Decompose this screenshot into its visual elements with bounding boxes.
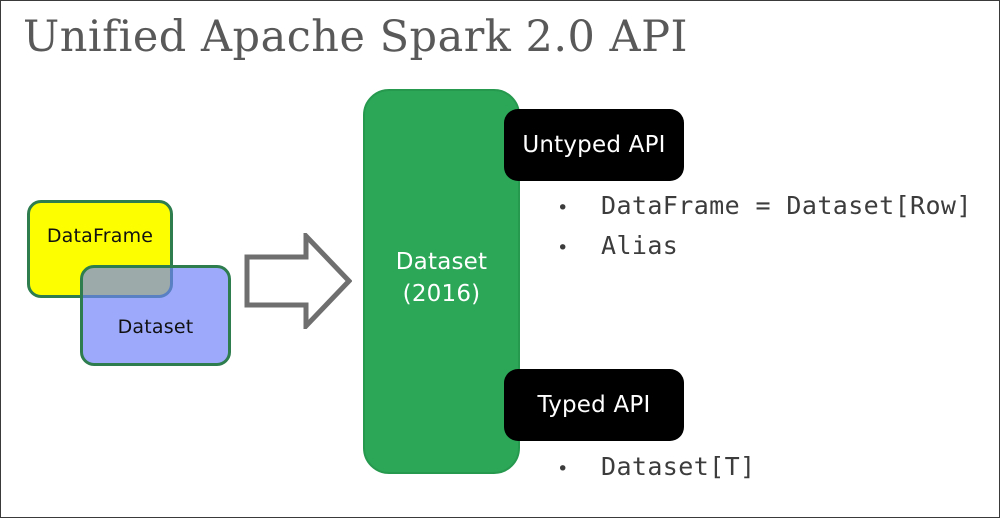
typed-api-bullet-list: • Dataset[T] [557,448,756,488]
dataset-shape: Dataset [80,265,231,366]
bullet-dot-icon: • [557,237,569,259]
bullet-dot-icon: • [557,458,569,480]
dataset-pillar-line2: (2016) [402,280,481,307]
dataset-pillar-line1: Dataset [395,248,488,275]
untyped-api-pill: Untyped API [504,109,684,181]
bullet-dot-icon: • [557,197,569,219]
list-item-label: DataFrame = Dataset[Row] [601,191,972,220]
dataset-pillar-label: Dataset (2016) [396,246,487,310]
list-item-label: Alias [601,231,679,260]
list-item: • DataFrame = Dataset[Row] [557,187,972,227]
list-item: • Alias [557,227,972,267]
untyped-api-pill-label: Untyped API [522,132,666,158]
dataset-2016-pillar: Dataset (2016) [363,89,520,474]
dataset-shape-label: Dataset [117,315,194,338]
list-item: • Dataset[T] [557,448,756,488]
typed-api-pill-label: Typed API [537,392,651,418]
list-item-label: Dataset[T] [601,452,756,481]
page-title: Unified Apache Spark 2.0 API [23,12,689,62]
untyped-api-bullet-list: • DataFrame = Dataset[Row] • Alias [557,187,972,267]
typed-api-pill: Typed API [504,369,684,441]
dataframe-shape-label: DataFrame [46,225,154,247]
right-block-arrow-icon [244,233,352,329]
